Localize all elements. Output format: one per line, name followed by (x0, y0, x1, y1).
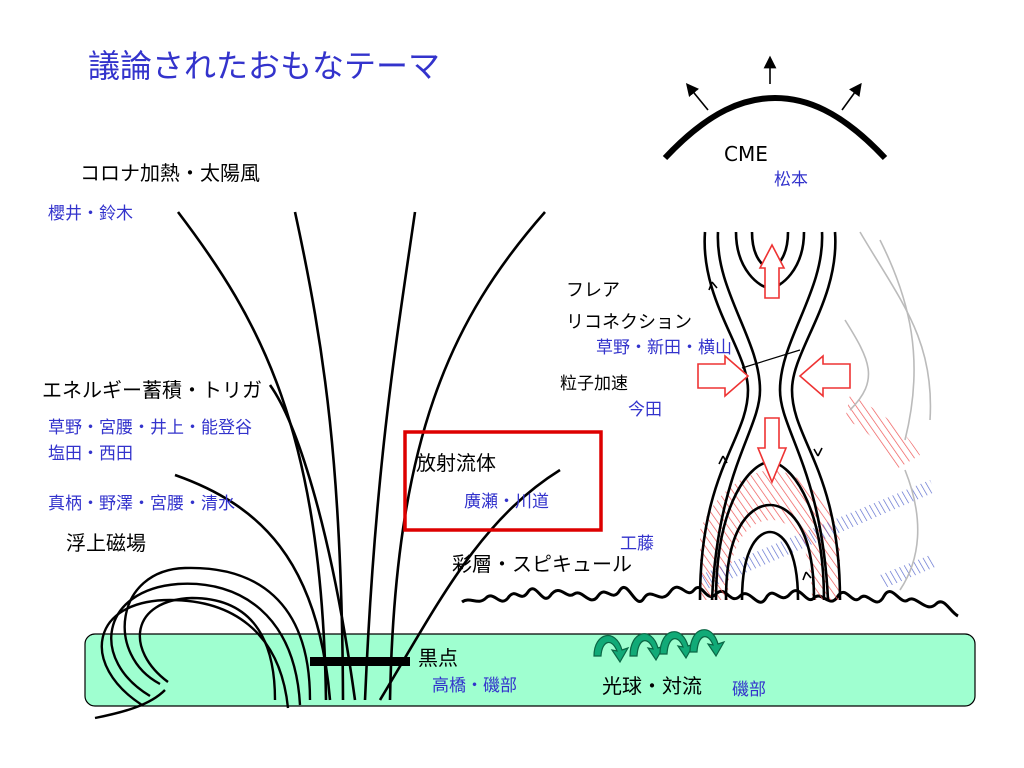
sunspot-people: 高橋・磯部 (432, 676, 517, 696)
reconnection-label-line1: フレア (566, 280, 620, 301)
radiative-people: 廣瀬・川道 (464, 492, 549, 512)
kudo-people: 工藤 (620, 534, 654, 554)
corona-label: コロナ加熱・太陽風 (80, 161, 260, 185)
cme-label: CME (724, 142, 768, 166)
photosphere-label: 光球・対流 (602, 674, 702, 698)
reconnection-field-lines (698, 231, 842, 601)
reconnection-label-line2: リコネクション (566, 312, 692, 333)
background-field-lines (844, 231, 932, 591)
energy-people-line2: 塩田・西田 (48, 444, 133, 464)
downward-outflow-arrow (756, 417, 788, 485)
flux-emergence-people: 真柄・野澤・宮腰・清水 (48, 494, 235, 514)
emerging-flux-loops (94, 566, 312, 720)
convection-arrows (593, 629, 726, 664)
corona-people: 櫻井・鈴木 (48, 204, 133, 224)
photosphere-band (84, 633, 976, 707)
radiative-box (403, 430, 603, 532)
flux-emergence-label: 浮上磁場 (66, 531, 146, 555)
left-inflow-arrow (697, 354, 750, 398)
upward-outflow-arrow (758, 243, 786, 299)
reconnection-people: 草野・新田・横山 (596, 338, 732, 358)
energy-people-line1: 草野・宮腰・井上・能登谷 (48, 418, 252, 438)
cme-front (662, 55, 888, 161)
photosphere-people: 磯部 (732, 680, 766, 700)
reconnection-flow-arrows (697, 243, 851, 485)
particle-label: 粒子加速 (560, 374, 628, 394)
chromosphere-label: 彩層・スピキュール (452, 552, 632, 576)
right-inflow-arrow (798, 354, 851, 398)
cme-people: 松本 (774, 170, 808, 190)
sunspot-bar (310, 657, 410, 666)
slide-title: 議論されたおもなテーマ (88, 47, 441, 85)
radiative-label: 放射流体 (416, 451, 496, 475)
field-direction-arrows (708, 281, 823, 581)
sunspot-label: 黒点 (418, 646, 458, 670)
sunspot-field-lines (174, 211, 561, 701)
energy-label: エネルギー蓄積・トリガ (42, 378, 262, 402)
particle-people: 今田 (628, 400, 662, 420)
